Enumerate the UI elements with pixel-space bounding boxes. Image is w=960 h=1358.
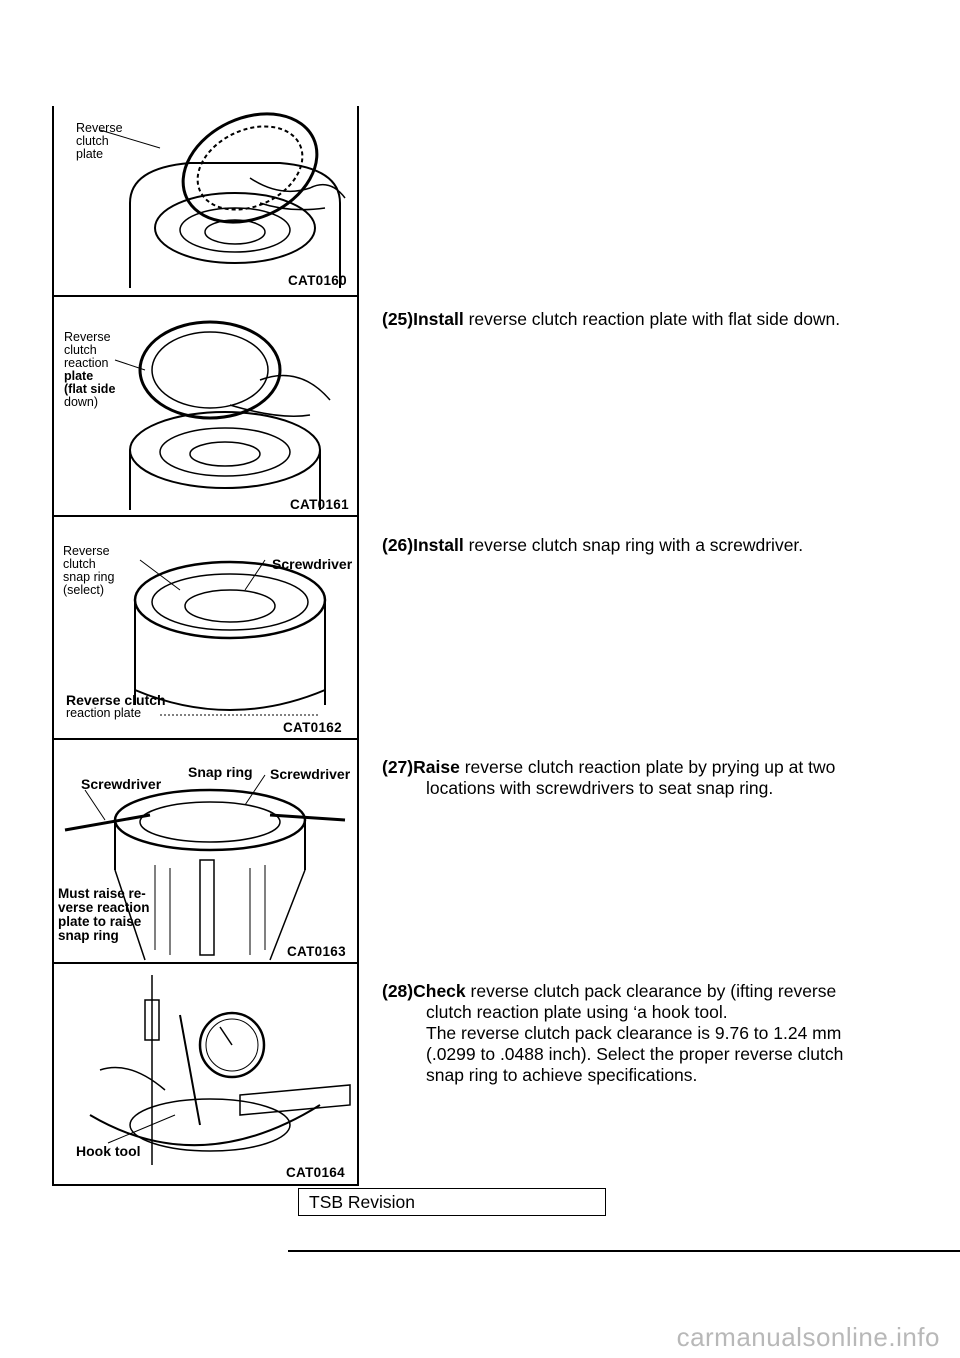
figure-id: CAT0163 xyxy=(287,944,346,959)
hook-tool-callout: Hook tool xyxy=(76,1143,141,1159)
step-verb: Check xyxy=(413,981,466,1001)
figure-divider-3 xyxy=(52,738,358,740)
step-verb: Install xyxy=(413,309,464,329)
figure-id: CAT0162 xyxy=(283,720,342,735)
figure-divider-bottom xyxy=(52,1184,358,1186)
figure-label: clutch xyxy=(63,557,96,571)
figure-label: plate xyxy=(64,369,94,383)
figure-label: reaction xyxy=(64,356,109,370)
footer-rule xyxy=(288,1250,960,1252)
screwdriver-right-callout: Screwdriver xyxy=(270,766,351,782)
step-text: snap ring to achieve specifications. xyxy=(426,1065,698,1085)
step-number: (26) xyxy=(382,535,414,555)
figure-label: plate to raise xyxy=(58,914,142,929)
reverse-clutch-plate-illustration xyxy=(99,112,346,288)
watermark: carmanualsonline.info xyxy=(676,1322,940,1352)
figure-divider-4 xyxy=(52,962,358,964)
step-verb: Raise xyxy=(413,757,460,777)
figure-column-right-border xyxy=(357,106,359,1186)
step-25: (25)Install reverse clutch reaction plat… xyxy=(382,309,867,330)
figure-label: (select) xyxy=(63,583,104,597)
figure-divider-1 xyxy=(52,295,358,297)
screwdriver-left-callout: Screwdriver xyxy=(81,776,162,792)
step-number: (28) xyxy=(382,981,414,1001)
figure-label: clutch xyxy=(76,134,109,148)
step-number: (25) xyxy=(382,309,414,329)
figure-divider-2 xyxy=(52,515,358,517)
figure-label: snap ring xyxy=(63,570,115,584)
step-text: The reverse clutch pack clearance is 9.7… xyxy=(426,1023,842,1043)
tsb-revision-box: TSB Revision xyxy=(298,1188,606,1216)
step-text: clutch reaction plate using ‘a hook tool… xyxy=(426,1002,728,1022)
figure-label: plate xyxy=(76,147,104,161)
figure-label: reaction plate xyxy=(66,706,142,720)
figure-label: (flat side xyxy=(64,382,116,396)
screwdriver-callout: Screwdriver xyxy=(272,556,353,572)
reverse-clutch-reaction-plate-illustration xyxy=(114,320,331,510)
step-verb: Install xyxy=(413,535,464,555)
reverse-clutch-snap-ring-illustration xyxy=(133,559,327,716)
step-text: reverse clutch pack clearance by (ifting… xyxy=(470,981,837,1001)
raise-reaction-plate-illustration xyxy=(64,774,346,961)
figure-id: CAT0160 xyxy=(288,273,347,288)
figure-column-left-border xyxy=(52,106,54,1186)
step-text: reverse clutch reaction plate by prying … xyxy=(464,757,836,777)
step-26: (26)Install reverse clutch snap ring wit… xyxy=(382,535,867,556)
figure-label: Reverse clutch xyxy=(66,692,166,708)
step-text: reverse clutch reaction plate with flat … xyxy=(468,309,841,329)
step-text: reverse clutch snap ring with a screwdri… xyxy=(468,535,804,555)
dial-indicator-hook-tool-illustration xyxy=(89,975,351,1165)
step-text: (.0299 to .0488 inch). Select the proper… xyxy=(426,1044,844,1064)
step-28: (28)Check reverse clutch pack clearance … xyxy=(382,981,867,1086)
step-27: (27)Raise reverse clutch reaction plate … xyxy=(382,757,867,799)
snap-ring-callout: Snap ring xyxy=(188,764,253,780)
figure-id: CAT0164 xyxy=(286,1165,345,1180)
step-text: locations with screwdrivers to seat snap… xyxy=(426,778,774,798)
figure-label: down) xyxy=(64,395,99,409)
figure-label: Reverse xyxy=(76,121,123,135)
figure-label: Reverse xyxy=(63,544,110,558)
figure-label: Reverse xyxy=(64,330,111,344)
figure-label: clutch xyxy=(64,343,97,357)
figure-label: snap ring xyxy=(58,928,119,943)
figure-id: CAT0161 xyxy=(290,497,349,512)
step-number: (27) xyxy=(382,757,414,777)
